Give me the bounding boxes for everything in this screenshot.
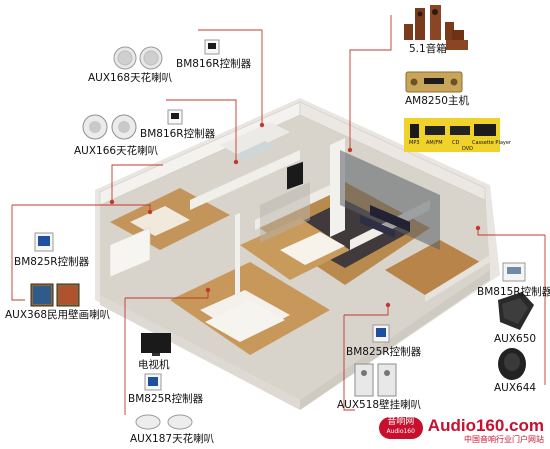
label-bm825r-center: BM825R控制器 <box>346 346 422 358</box>
caption-cassette: Cassette Player <box>472 140 511 146</box>
label-bm825r-bottom: BM825R控制器 <box>128 393 204 405</box>
caption-dvd: DVD <box>462 146 474 152</box>
bm825r-bottom-controller <box>144 373 162 391</box>
caption-cd: CD <box>452 140 460 146</box>
bm825r-center-controller <box>372 324 390 343</box>
product-images <box>30 5 534 430</box>
label-aux187: AUX187天花喇叭 <box>130 433 215 445</box>
aux187-speakers <box>135 414 193 430</box>
leader-dots <box>109 122 481 308</box>
label-am8250: AM8250主机 <box>405 95 469 107</box>
label-aux650: AUX650 <box>494 333 537 345</box>
caption-am-fm: AM/FM <box>426 140 443 146</box>
label-bm816r-top: BM816R控制器 <box>176 58 252 70</box>
label-bm815r: BM815R控制器 <box>477 286 550 298</box>
am8250-amplifier <box>405 71 463 93</box>
label-aux644: AUX644 <box>494 382 537 394</box>
aux518-wall-speakers <box>354 363 397 397</box>
leader-lines <box>11 15 546 415</box>
label-aux168: AUX168天花喇叭 <box>88 72 173 84</box>
aux644-speaker <box>498 348 526 380</box>
aux166-speakers <box>82 114 137 140</box>
watermark-logo: 音响网 Audio160 <box>378 417 423 439</box>
label-bm816r-mid: BM816R控制器 <box>140 128 216 140</box>
source-devices-panel <box>404 118 500 152</box>
watermark-site: Audio160.com <box>427 416 544 435</box>
aux650-speaker <box>498 292 534 330</box>
label-aux518: AUX518壁挂喇叭 <box>337 399 422 411</box>
caption-mp3: MP3 <box>409 140 420 146</box>
bm825r-left-controller <box>34 232 54 252</box>
label-bm825r-left: BM825R控制器 <box>14 256 90 268</box>
bm816r-mid-controller <box>167 109 183 125</box>
label-aux166: AUX166天花喇叭 <box>74 145 159 157</box>
label-aux368: AUX368民用壁画喇叭 <box>5 309 111 321</box>
bm815r-controller <box>502 262 526 282</box>
speaker-5-1-set <box>404 5 468 50</box>
watermark-tagline: 中国音响行业门户网站 <box>464 435 544 444</box>
aux168-speakers <box>113 46 163 70</box>
bm816r-top-controller <box>204 39 220 55</box>
label-tv: 电视机 <box>138 359 170 371</box>
watermark: 音响网 Audio160 Audio160.com 中国音响行业门户网站 <box>378 416 544 445</box>
label-5-1-speaker: 5.1音箱 <box>409 43 447 55</box>
aux368-painting-speakers <box>30 283 80 307</box>
tv-set <box>141 333 171 356</box>
floorplan-3d <box>95 98 500 410</box>
